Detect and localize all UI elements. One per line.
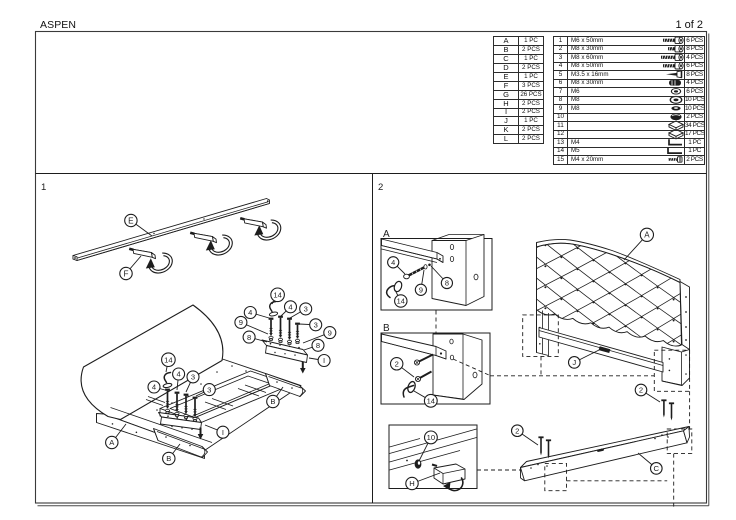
svg-text:14: 14	[397, 297, 405, 306]
svg-text:8: 8	[445, 279, 449, 288]
svg-text:3: 3	[207, 385, 211, 394]
svg-text:2: 2	[378, 182, 383, 193]
svg-text:9: 9	[328, 328, 332, 337]
svg-text:4: 4	[288, 303, 292, 312]
svg-text:14: 14	[273, 291, 281, 300]
svg-text:3: 3	[304, 305, 308, 314]
svg-text:F: F	[123, 269, 128, 278]
svg-text:C: C	[654, 464, 660, 473]
svg-text:4: 4	[152, 383, 156, 392]
svg-text:H: H	[409, 479, 414, 488]
svg-text:E: E	[128, 216, 134, 225]
svg-text:I: I	[323, 356, 325, 365]
svg-text:3: 3	[191, 373, 195, 382]
svg-text:2: 2	[515, 426, 519, 435]
svg-text:4: 4	[176, 370, 180, 379]
svg-text:8: 8	[247, 333, 251, 342]
svg-text:9: 9	[419, 285, 423, 294]
svg-text:3: 3	[314, 321, 318, 330]
svg-text:4: 4	[391, 258, 395, 267]
svg-text:8: 8	[316, 341, 320, 350]
svg-text:14: 14	[164, 355, 172, 364]
svg-text:14: 14	[427, 397, 435, 406]
svg-text:A: A	[109, 438, 115, 447]
svg-text:9: 9	[239, 318, 243, 327]
svg-text:10: 10	[427, 433, 435, 442]
svg-text:J: J	[572, 358, 576, 367]
svg-text:B: B	[270, 397, 275, 406]
svg-text:4: 4	[248, 308, 252, 317]
svg-text:2: 2	[395, 360, 399, 369]
svg-text:A: A	[383, 229, 390, 240]
svg-text:B: B	[166, 454, 171, 463]
svg-text:B: B	[383, 323, 390, 334]
svg-text:A: A	[644, 231, 650, 240]
svg-text:2: 2	[639, 386, 643, 395]
svg-text:1: 1	[41, 182, 46, 193]
svg-text:I: I	[222, 428, 224, 437]
